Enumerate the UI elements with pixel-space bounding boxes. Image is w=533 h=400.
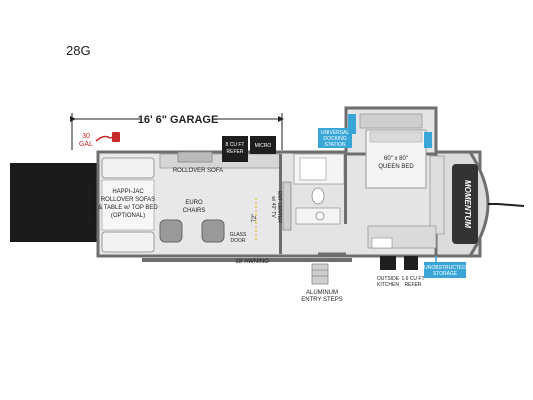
fuel-nozzle-icon <box>112 132 120 142</box>
hitch <box>488 203 525 207</box>
bedroom-wardrobe <box>359 113 423 129</box>
front-closet <box>429 155 445 235</box>
sink-icon <box>315 211 325 221</box>
fuel-capacity: 30 <box>82 133 90 140</box>
entry-steps-line1: ALUMINUM <box>306 290 338 296</box>
docking-line1: UNIVERSAL <box>321 130 350 136</box>
toilet-icon <box>311 187 325 205</box>
brand-panel <box>452 164 478 244</box>
entry-steps-line2: ENTRY STEPS <box>301 297 342 303</box>
pillows <box>369 131 423 143</box>
storage-line1: UNOBSTRUCTED <box>424 265 466 271</box>
garage-height-label: 72" <box>252 214 258 223</box>
refer-8-line2: REFER <box>227 149 244 155</box>
queen-bed-line2: QUEEN BED <box>378 164 414 170</box>
happijac-line4: (OPTIONAL) <box>111 213 145 219</box>
euro-chairs-line1: EURO <box>185 200 203 206</box>
glass-door-line1: GLASS <box>230 232 247 238</box>
model-number: 28G <box>66 43 91 58</box>
happijac-line1: HAPPI-JAC <box>112 189 144 195</box>
bath-wall <box>344 154 347 224</box>
outside-kitchen-unit <box>380 256 396 270</box>
happijac-sofas: HAPPI-JAC ROLLOVER SOFAS & TABLE w/ TOP … <box>98 157 158 253</box>
docking-line2: DOCKING <box>323 136 346 142</box>
ent-center <box>282 181 292 231</box>
glass-door-line2: DOOR <box>231 238 246 244</box>
docking-station-callout <box>318 128 352 148</box>
happijac-line2: ROLLOVER SOFAS <box>101 197 155 203</box>
nightstand-left <box>348 114 356 134</box>
fuel-station: 30 GAL <box>79 132 120 148</box>
entry-steps <box>311 263 329 285</box>
ramp-door <box>10 163 98 242</box>
nightstand-right <box>424 132 432 148</box>
rollover-sofa-label: ROLLOVER SOFA <box>173 168 223 174</box>
microwave <box>250 136 276 154</box>
storage-callout <box>424 262 466 278</box>
refer-16-line2: REFER <box>405 282 422 288</box>
outside-kitchen-line1: OUTSIDE <box>377 276 400 282</box>
refer-8-line1: 8 CU FT <box>226 142 245 148</box>
awning-label: 18' AWNING <box>235 259 269 265</box>
refer-8-cu-ft <box>222 136 248 162</box>
outside-kitchen-grill <box>371 237 393 249</box>
storage-line2: STORAGE <box>433 271 458 277</box>
docking-line3: STATION <box>325 142 346 148</box>
refer-16-line1: 1.6 CU FT <box>401 276 424 282</box>
ent-center-line2: w/ 40" TV <box>270 196 276 218</box>
garage-length-label: 16' 6" GARAGE <box>138 114 219 126</box>
fuel-hose-icon <box>95 135 115 142</box>
queen-bed-line1: 60" x 80" <box>384 156 408 162</box>
happijac-line3: & TABLE w/ TOP BED <box>98 205 158 211</box>
galley-cabinet <box>177 151 213 163</box>
shower <box>299 157 327 181</box>
ent-center-line1: ENT CENTER <box>276 191 282 223</box>
garage-dimension: 16' 6" GARAGE <box>70 113 284 150</box>
euro-chairs: EURO CHAIRS <box>159 200 225 243</box>
ramp-door-label: RAMP DOOR/PATIO <box>88 180 94 227</box>
garage-partition <box>279 154 282 254</box>
euro-chairs-line2: CHAIRS <box>183 208 206 214</box>
fuel-unit: GAL <box>79 141 93 148</box>
brand-logo: MOMENTUM <box>463 180 472 228</box>
outside-kitchen-line2: KITCHEN <box>377 282 399 288</box>
refer-16-unit <box>404 256 418 270</box>
micro-label: MICRO <box>255 143 272 149</box>
